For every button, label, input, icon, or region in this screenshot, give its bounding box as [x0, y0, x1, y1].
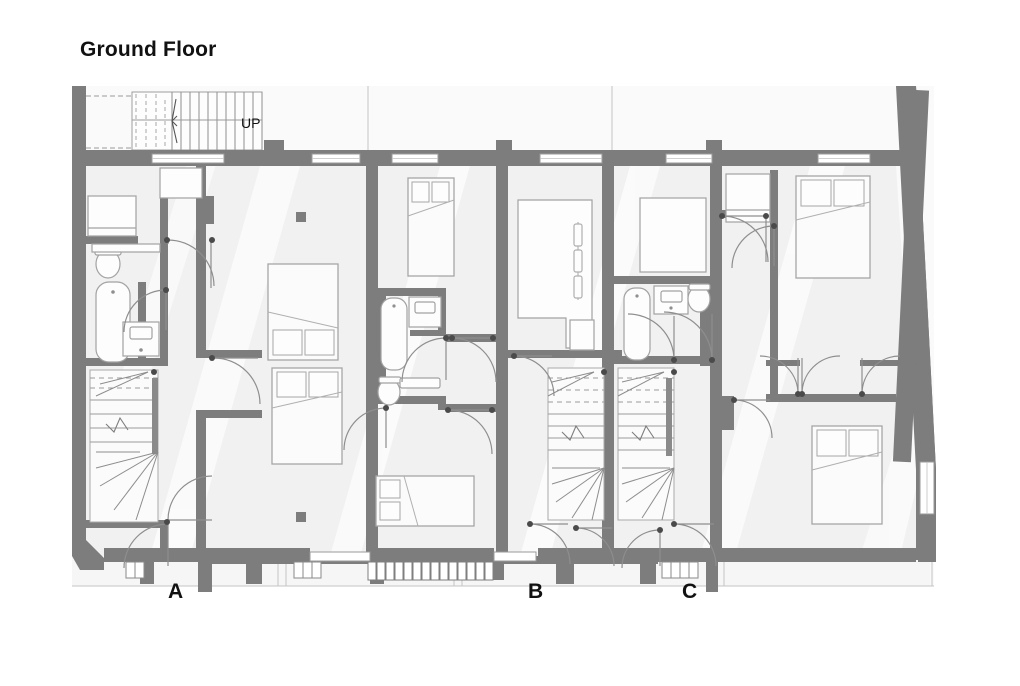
unit-label-a: A — [168, 580, 183, 603]
door-c-upper — [721, 215, 769, 263]
door-r-bedroom — [731, 225, 775, 269]
door-b-room1 — [451, 337, 497, 383]
fixture-sink-b — [408, 296, 442, 328]
unit-label-c: C — [682, 580, 697, 603]
door-c-entry — [673, 523, 717, 567]
door-c-bath — [627, 313, 675, 361]
fixture-toilet-b — [377, 376, 402, 406]
door-a-lower — [167, 475, 213, 521]
unit-labels: A B C — [168, 580, 697, 603]
external-steps — [125, 561, 699, 581]
door-r-hall2 — [759, 355, 799, 395]
bed-double-a2 — [271, 367, 343, 465]
door-b-bath — [401, 337, 447, 383]
stair-unit-b — [547, 367, 605, 521]
unit-label-b: B — [528, 580, 543, 603]
fixture-bathtub-a — [95, 281, 131, 363]
fixture-counter-a — [91, 243, 161, 253]
fixture-kitchen-counter-1 — [517, 199, 593, 349]
door-a-entry — [123, 523, 169, 569]
door-r-hall1 — [733, 399, 773, 439]
fixture-toilet-c — [687, 283, 711, 313]
stair-unit-a — [89, 369, 159, 523]
bed-double-r2 — [811, 425, 883, 525]
door-mid-entry — [529, 523, 571, 565]
door-b-room2 — [447, 409, 493, 455]
fixtures — [87, 167, 771, 406]
bed-single-b2 — [375, 475, 475, 527]
bed-double-r1 — [795, 175, 871, 279]
door-hinges — [151, 213, 865, 533]
external-stair-up: UP — [78, 91, 263, 151]
door-b-lower — [343, 407, 387, 451]
fixture-wardrobe-a2 — [159, 167, 203, 199]
fixture-cupboard-a — [87, 195, 137, 237]
door-c-hall — [663, 311, 713, 361]
fixture-bathtub-b — [380, 297, 408, 371]
door-r-hall4 — [861, 355, 901, 395]
door-a-lounge — [213, 357, 261, 405]
fixture-kitchen-counter-2 — [639, 197, 707, 273]
page-title: Ground Floor — [80, 38, 217, 61]
fixture-bathtub-c — [623, 287, 651, 361]
bed-double-a1 — [267, 263, 339, 361]
fixture-appliance-b — [569, 319, 595, 351]
stair-up-label: UP — [241, 115, 260, 131]
door-r-hall3 — [801, 355, 841, 395]
stair-unit-c — [617, 367, 675, 521]
windows — [151, 153, 935, 562]
door-mid-entry2 — [575, 527, 615, 567]
fixture-wardrobe-c — [725, 173, 771, 223]
doors — [123, 215, 901, 569]
beds — [267, 175, 883, 527]
door-a-bath — [123, 289, 167, 333]
door-c-lower-left — [621, 529, 661, 569]
fixture-vanity-b — [399, 377, 441, 389]
fixture-sink-a — [122, 321, 160, 357]
bed-single-b1 — [407, 177, 455, 277]
fixture-sink-c — [653, 285, 689, 315]
door-mid-kitchen — [513, 355, 555, 397]
